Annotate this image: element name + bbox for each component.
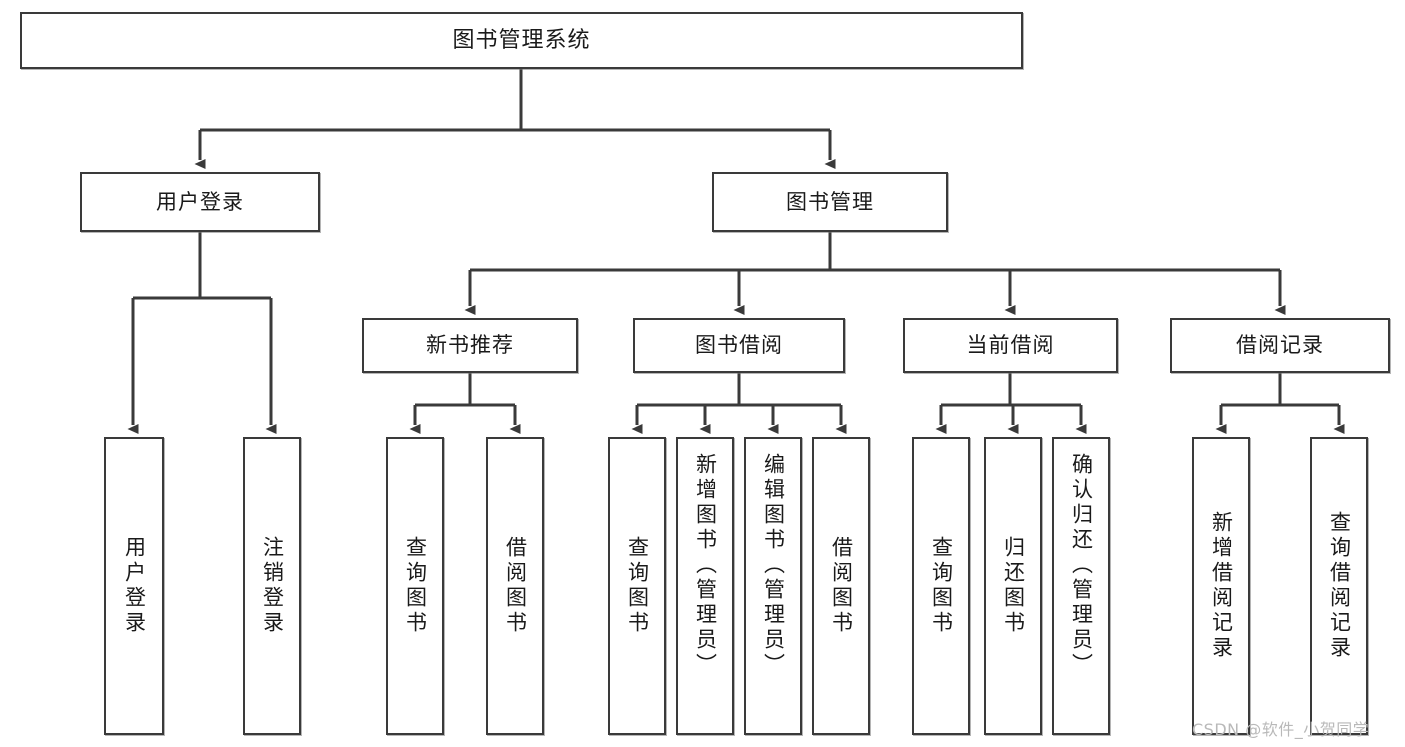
node-leaf-query-book-3[interactable]: 查询图书 [912,437,970,735]
node-book-borrow[interactable]: 图书借阅 [633,318,845,373]
node-leaf-return-book[interactable]: 归还图书 [984,437,1042,735]
node-leaf-confirm-return-label: 确认归还（管理员） [1069,453,1094,678]
node-book-manage[interactable]: 图书管理 [712,172,948,232]
node-leaf-query-record[interactable]: 查询借阅记录 [1310,437,1368,735]
node-user-login[interactable]: 用户登录 [80,172,320,232]
node-leaf-borrow-book-1[interactable]: 借阅图书 [486,437,544,735]
node-leaf-user-login-label: 用户登录 [122,536,147,636]
node-leaf-add-record-label: 新增借阅记录 [1209,511,1234,661]
node-current-borrow-label: 当前借阅 [966,333,1055,358]
node-leaf-query-book-1[interactable]: 查询图书 [386,437,444,735]
node-borrow-record[interactable]: 借阅记录 [1170,318,1390,373]
node-leaf-query-book-3-label: 查询图书 [929,536,954,636]
node-leaf-query-book-2[interactable]: 查询图书 [608,437,666,735]
node-leaf-edit-book[interactable]: 编辑图书（管理员） [744,437,802,735]
node-leaf-add-book-label: 新增图书（管理员） [693,453,718,678]
node-root-label: 图书管理系统 [452,27,591,53]
node-new-book-rec-label: 新书推荐 [426,333,514,358]
node-leaf-edit-book-label: 编辑图书（管理员） [761,453,786,678]
node-leaf-query-record-label: 查询借阅记录 [1327,511,1352,661]
node-leaf-user-login[interactable]: 用户登录 [104,437,164,735]
node-book-borrow-label: 图书借阅 [695,333,783,358]
node-leaf-query-book-1-label: 查询图书 [403,536,428,636]
node-leaf-user-logout[interactable]: 注销登录 [243,437,301,735]
node-leaf-borrow-book-2[interactable]: 借阅图书 [812,437,870,735]
node-root[interactable]: 图书管理系统 [20,12,1023,69]
node-leaf-query-book-2-label: 查询图书 [625,536,650,636]
node-user-login-label: 用户登录 [156,189,244,214]
node-leaf-return-book-label: 归还图书 [1001,536,1026,636]
node-current-borrow[interactable]: 当前借阅 [903,318,1118,373]
node-new-book-rec[interactable]: 新书推荐 [362,318,578,373]
node-leaf-borrow-book-2-label: 借阅图书 [829,536,854,636]
csdn-watermark: CSDN @软件_小贺同学 [1192,720,1370,739]
node-leaf-confirm-return[interactable]: 确认归还（管理员） [1052,437,1110,735]
node-borrow-record-label: 借阅记录 [1236,333,1324,358]
node-leaf-user-logout-label: 注销登录 [260,536,285,636]
node-book-manage-label: 图书管理 [786,189,874,214]
node-leaf-borrow-book-1-label: 借阅图书 [503,536,528,636]
node-leaf-add-record[interactable]: 新增借阅记录 [1192,437,1250,735]
node-leaf-add-book[interactable]: 新增图书（管理员） [676,437,734,735]
